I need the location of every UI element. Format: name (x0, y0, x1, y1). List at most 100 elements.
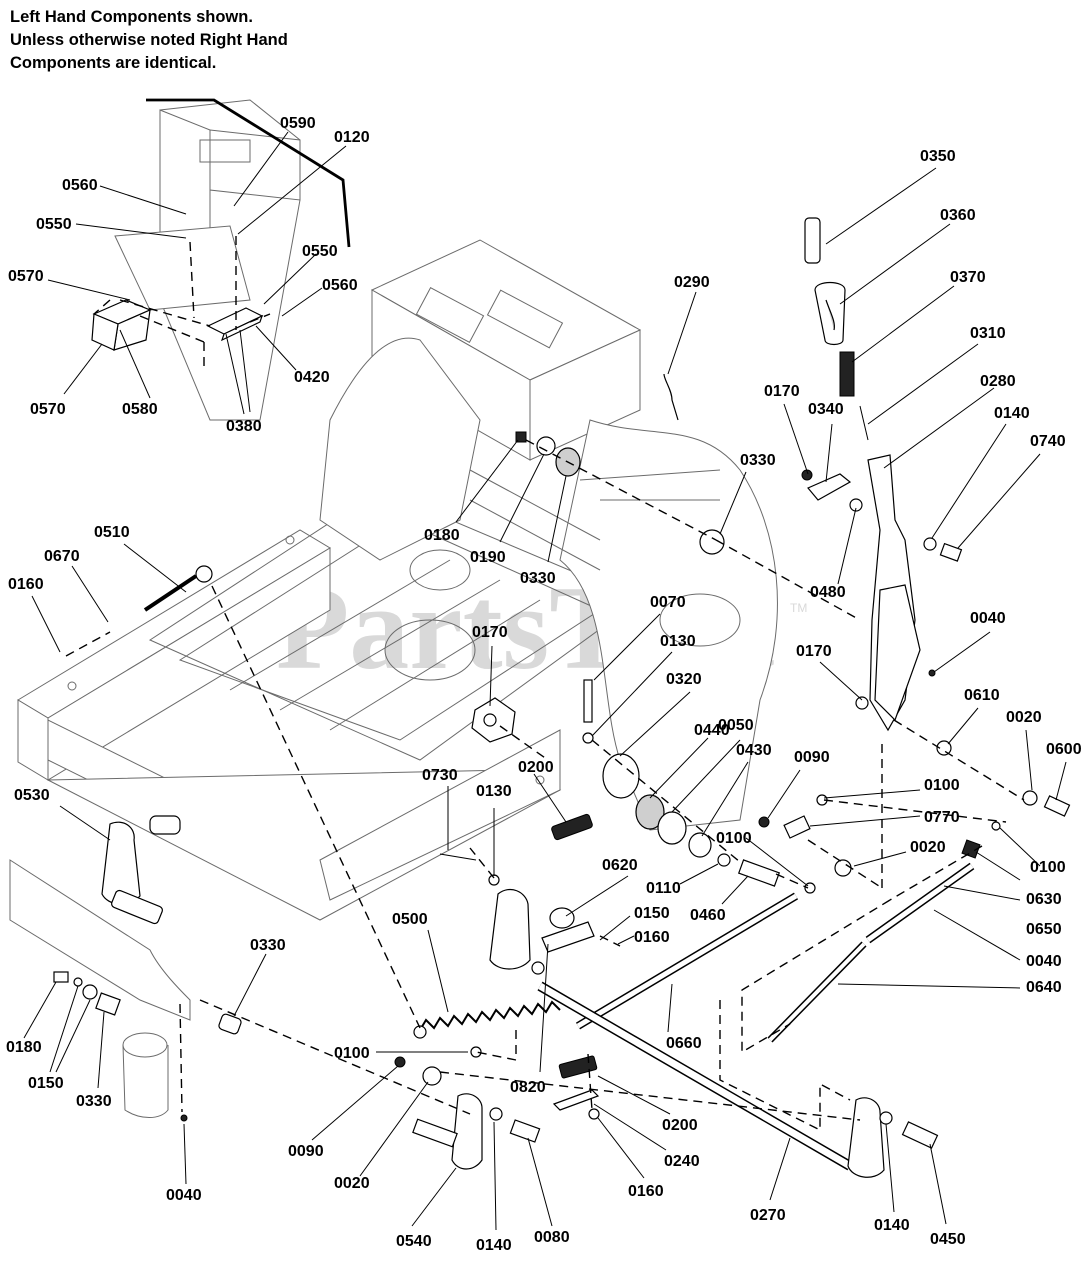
lower-brackets (394, 889, 939, 1178)
callout-0170: 0170 (764, 383, 800, 400)
callout-0160: 0160 (628, 1183, 664, 1200)
callout-0340: 0340 (808, 401, 844, 418)
callout-0430: 0430 (736, 742, 772, 759)
callout-0570: 0570 (8, 268, 44, 285)
callout-0620: 0620 (602, 857, 638, 874)
callout-0040: 0040 (1026, 953, 1062, 970)
diagram-note: Left Hand Components shown. Unless other… (10, 6, 288, 75)
callout-0380: 0380 (226, 418, 262, 435)
linkage-parts (439, 679, 1071, 894)
callout-0020: 0020 (1006, 709, 1042, 726)
callout-labels: 0590 0120 0560 0550 0550 0560 0570 0570 … (6, 115, 1082, 1254)
callout-0280: 0280 (980, 373, 1016, 390)
callout-0560: 0560 (62, 177, 98, 194)
callout-0070: 0070 (650, 594, 686, 611)
callout-0420: 0420 (294, 369, 330, 386)
callout-0820: 0820 (510, 1079, 546, 1096)
callout-0180: 0180 (424, 527, 460, 544)
spring-0500 (413, 961, 561, 1039)
callout-0140: 0140 (994, 405, 1030, 422)
callout-0120: 0120 (334, 129, 370, 146)
callout-0040: 0040 (970, 610, 1006, 627)
callout-0270: 0270 (750, 1207, 786, 1224)
callout-0540: 0540 (396, 1233, 432, 1250)
callout-0480: 0480 (810, 584, 846, 601)
callout-0090: 0090 (794, 749, 830, 766)
callout-0360: 0360 (940, 207, 976, 224)
callout-0580: 0580 (122, 401, 158, 418)
leader-lines (23, 131, 1067, 1231)
callout-0330: 0330 (740, 452, 776, 469)
callout-0160: 0160 (634, 929, 670, 946)
note-line-2: Unless otherwise noted Right Hand (10, 31, 288, 49)
callout-0100: 0100 (1030, 859, 1066, 876)
callout-0170: 0170 (472, 624, 508, 641)
callout-0550: 0550 (302, 243, 338, 260)
callout-0150: 0150 (634, 905, 670, 922)
note-line-1: Left Hand Components shown. (10, 8, 253, 26)
callout-0330: 0330 (76, 1093, 112, 1110)
callout-0020: 0020 (910, 839, 946, 856)
callout-0330: 0330 (520, 570, 556, 587)
callout-0630: 0630 (1026, 891, 1062, 908)
callout-0460: 0460 (690, 907, 726, 924)
callout-0320: 0320 (666, 671, 702, 688)
callout-0050: 0050 (718, 717, 754, 734)
callout-0600: 0600 (1046, 741, 1082, 758)
callout-0350: 0350 (920, 148, 956, 165)
callout-0740: 0740 (1030, 433, 1066, 450)
inset-boundary-line (146, 98, 351, 248)
callout-0090: 0090 (288, 1143, 324, 1160)
watermark-tm: TM (790, 601, 807, 615)
control-lever-assembly (801, 217, 963, 756)
callout-0310: 0310 (970, 325, 1006, 342)
callout-0640: 0640 (1026, 979, 1062, 996)
callout-0100: 0100 (334, 1045, 370, 1062)
callout-0130: 0130 (476, 783, 512, 800)
callout-0510: 0510 (94, 524, 130, 541)
callout-0770: 0770 (924, 809, 960, 826)
callout-0110: 0110 (646, 880, 681, 897)
bracket-0580 (91, 299, 152, 351)
callout-0140: 0140 (476, 1237, 512, 1254)
rods (143, 565, 975, 1171)
callout-0100: 0100 (924, 777, 960, 794)
callout-0130: 0130 (660, 633, 696, 650)
dashed-assembly-lines (65, 236, 1025, 1132)
callout-0560: 0560 (322, 277, 358, 294)
callout-0530: 0530 (14, 787, 50, 804)
callout-0040: 0040 (166, 1187, 202, 1204)
callout-0150: 0150 (28, 1075, 64, 1092)
callout-0440: 0440 (694, 722, 730, 739)
inset-tower-illustration (114, 98, 351, 421)
callout-0290: 0290 (674, 274, 710, 291)
callout-0660: 0660 (666, 1035, 702, 1052)
callout-0200: 0200 (662, 1117, 698, 1134)
callout-0100: 0100 (716, 830, 752, 847)
callout-0170: 0170 (796, 643, 832, 660)
callout-0180: 0180 (6, 1039, 42, 1056)
callout-0500: 0500 (392, 911, 428, 928)
main-frame-illustration (17, 239, 778, 921)
callout-0370: 0370 (950, 269, 986, 286)
left-arm-assembly (9, 815, 242, 1122)
callout-0240: 0240 (664, 1153, 700, 1170)
callout-0020: 0020 (334, 1175, 370, 1192)
callout-0670: 0670 (44, 548, 80, 565)
note-line-3: Components are identical. (10, 54, 217, 72)
callout-0550: 0550 (36, 216, 72, 233)
callout-0190: 0190 (470, 549, 506, 566)
callout-0590: 0590 (280, 115, 316, 132)
callout-0610: 0610 (964, 687, 1000, 704)
callout-0650: 0650 (1026, 921, 1062, 938)
callout-0160: 0160 (8, 576, 44, 593)
callout-0140: 0140 (874, 1217, 910, 1234)
plate-0380 (206, 307, 264, 342)
callout-0450: 0450 (930, 1231, 966, 1248)
callout-0730: 0730 (422, 767, 458, 784)
callout-0570: 0570 (30, 401, 66, 418)
callout-0080: 0080 (534, 1229, 570, 1246)
callout-0330: 0330 (250, 937, 286, 954)
callout-0200: 0200 (518, 759, 554, 776)
